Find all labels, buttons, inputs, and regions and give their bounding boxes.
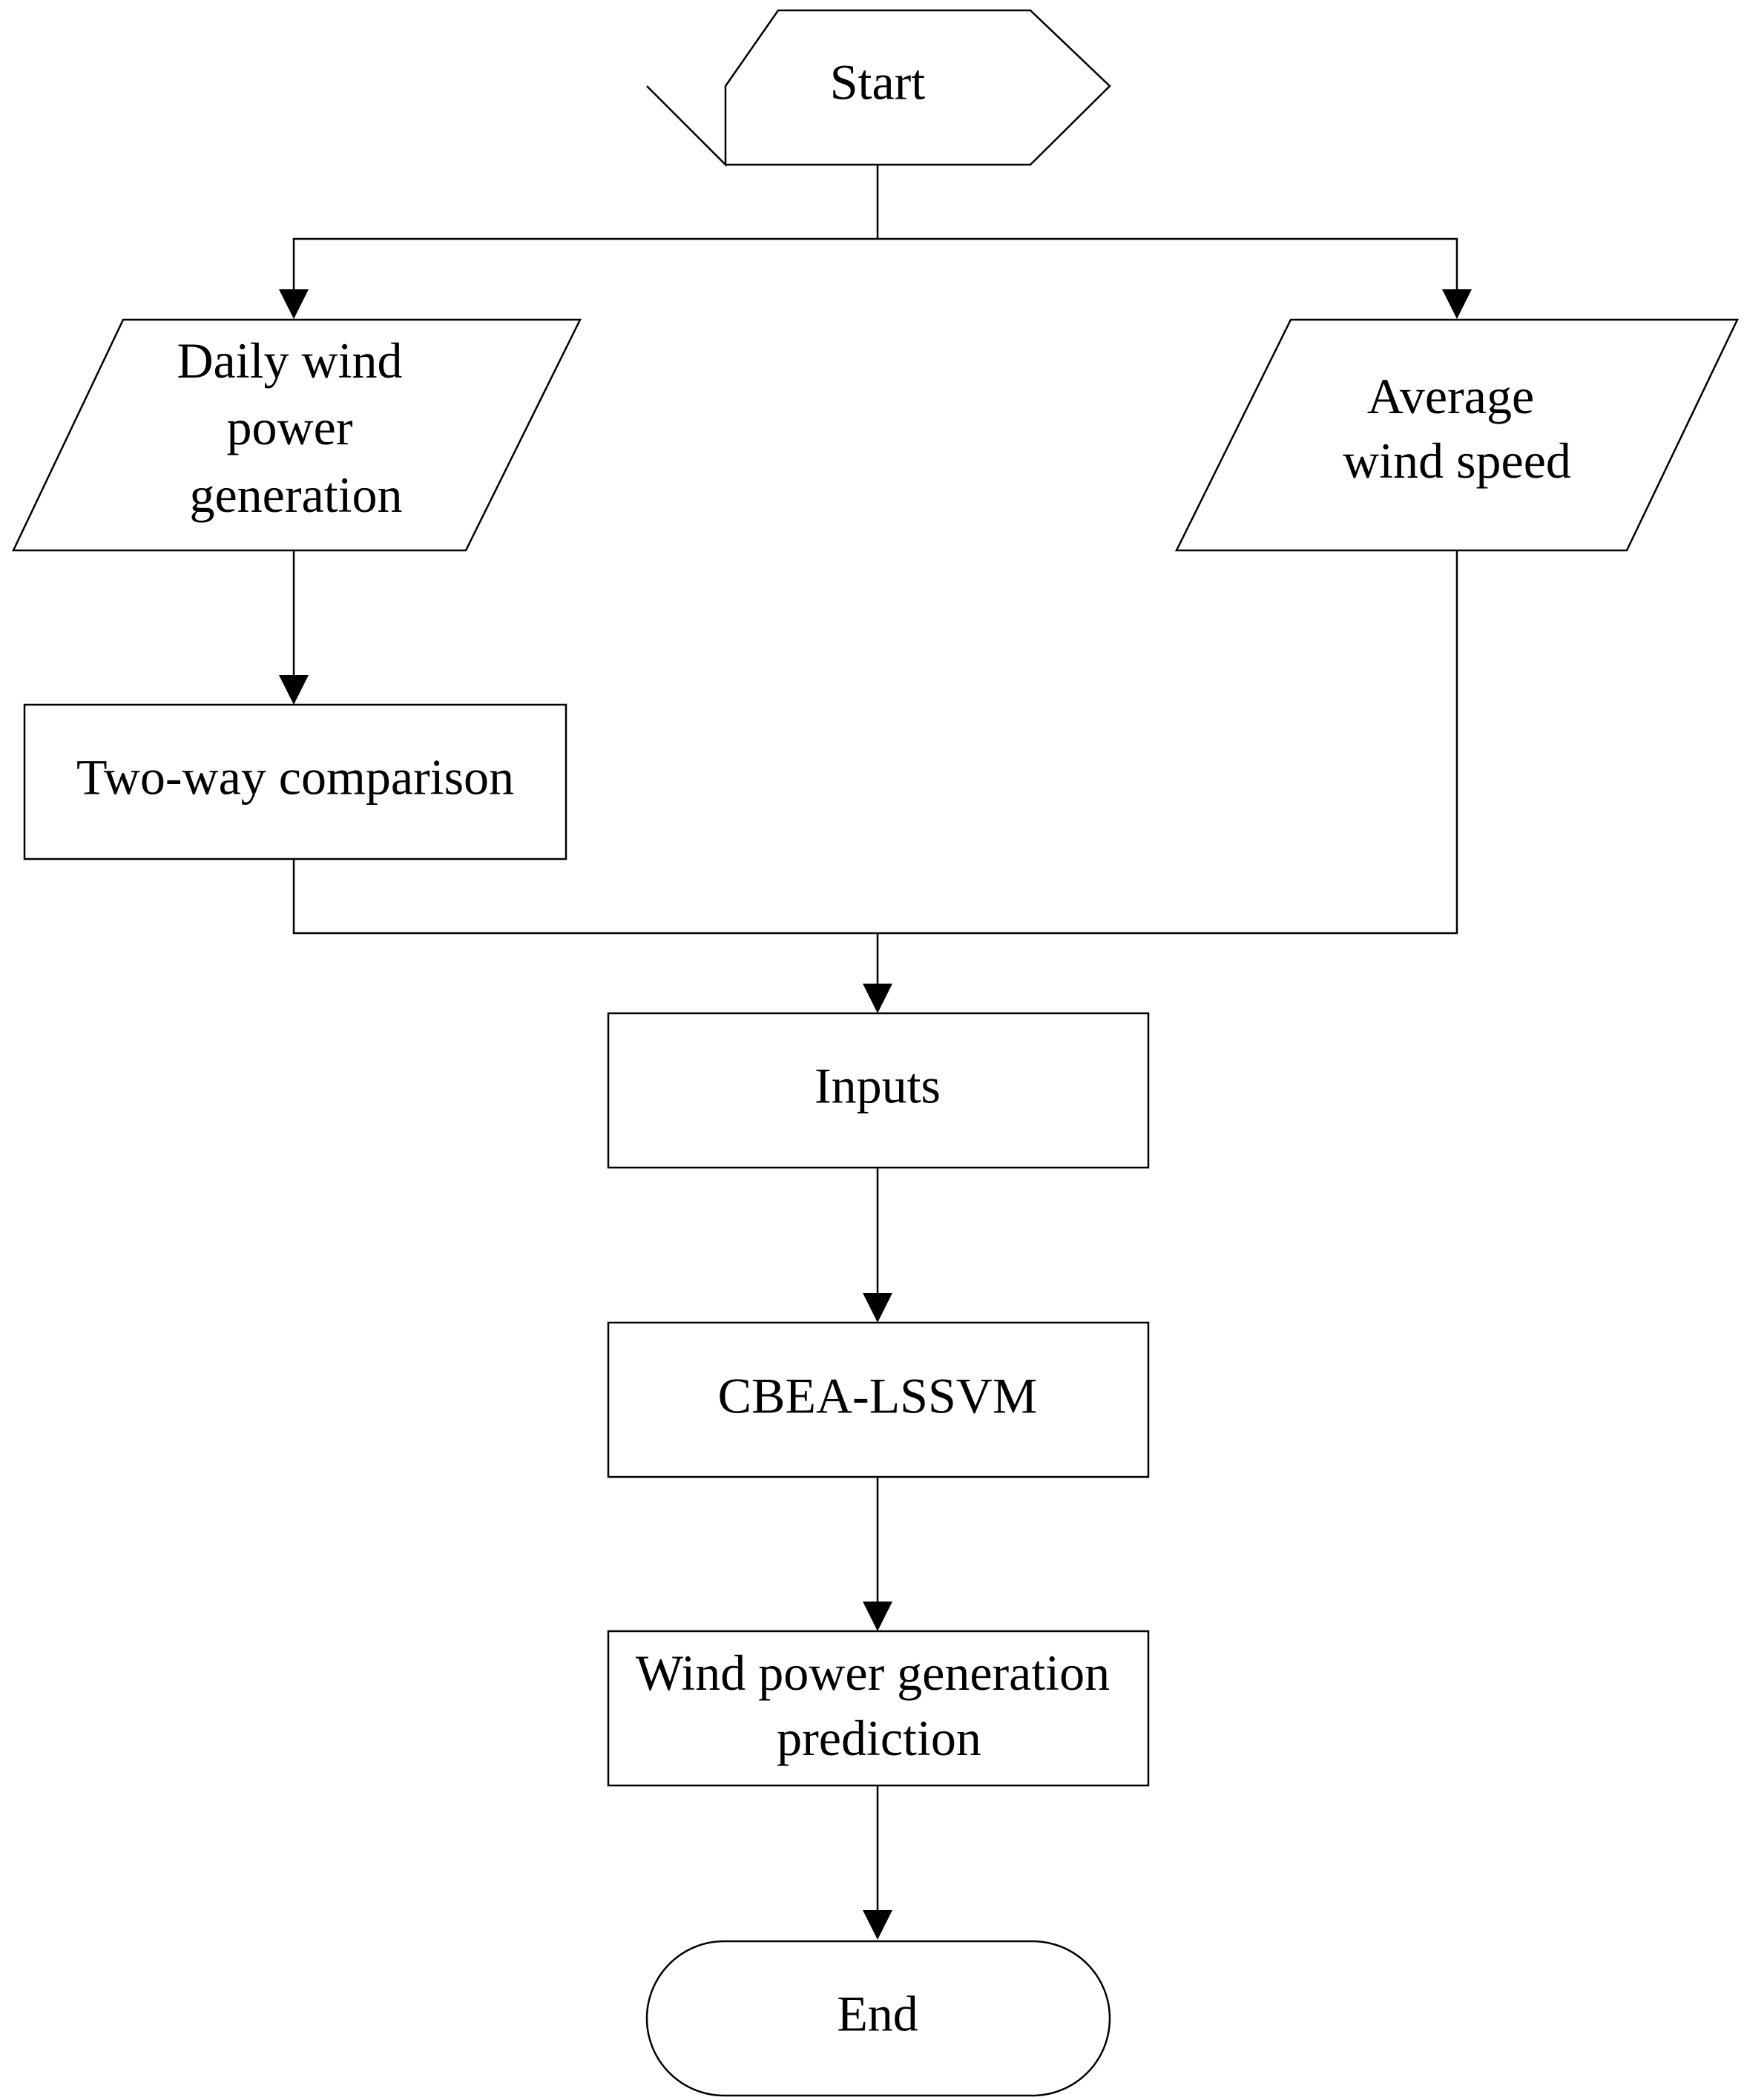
arrowhead-inputs [863, 984, 892, 1013]
daily-wind-label: Daily wind power generation [177, 332, 415, 523]
node-cbea-lssvm: CBEA-LSSVM [607, 1321, 1150, 1478]
end-label: End [837, 1986, 918, 2042]
node-daily-wind-power-generation: Daily wind power generation [12, 318, 582, 552]
connectors [279, 165, 1472, 1940]
node-average-wind-speed: Average wind speed [1174, 318, 1739, 552]
inputs-rect [607, 1012, 1150, 1169]
daily-wind-line-1: Daily wind [177, 332, 402, 389]
edge-average-wind-to-merge [878, 550, 1458, 935]
arrowhead-end [863, 1910, 892, 1940]
start-label: Start [830, 54, 926, 111]
average-wind-line-2: wind speed [1343, 432, 1571, 489]
prediction-label: Wind power generation prediction [636, 1645, 1122, 1766]
edge-start-to-average-wind [878, 237, 1458, 289]
average-wind-parallelogram [1174, 318, 1739, 552]
two-way-rect [23, 703, 567, 860]
end-terminator [645, 1940, 1111, 2097]
average-wind-line-1: Average [1367, 368, 1534, 424]
node-inputs: Inputs [607, 1012, 1150, 1169]
arrowhead-cbea [863, 1293, 892, 1323]
prediction-line-1: Wind power generation [636, 1645, 1110, 1701]
daily-wind-line-3: generation [190, 467, 403, 523]
inputs-label: Inputs [815, 1058, 941, 1114]
prediction-line-2: prediction [777, 1710, 981, 1766]
node-start: Start [646, 9, 1111, 168]
cbea-label: CBEA-LSSVM [718, 1368, 1038, 1424]
prediction-rect [607, 1630, 1150, 1787]
arrowhead-daily-wind [279, 289, 309, 319]
cbea-rect [607, 1321, 1150, 1478]
edge-start-to-daily-wind [292, 165, 879, 289]
arrowhead-prediction [863, 1602, 892, 1631]
arrowhead-two-way [279, 675, 309, 705]
arrowhead-average-wind [1442, 289, 1472, 319]
node-two-way-comparison: Two-way comparison [23, 703, 567, 860]
daily-wind-parallelogram [12, 318, 582, 552]
average-wind-label: Average wind speed [1343, 368, 1571, 489]
node-wind-power-generation-prediction: Wind power generation prediction [607, 1630, 1150, 1787]
node-end: End [645, 1940, 1111, 2097]
edge-two-way-to-merge [292, 859, 878, 935]
daily-wind-line-2: power [227, 399, 353, 455]
start-hexagon [646, 9, 1111, 168]
two-way-label: Two-way comparison [76, 749, 514, 806]
